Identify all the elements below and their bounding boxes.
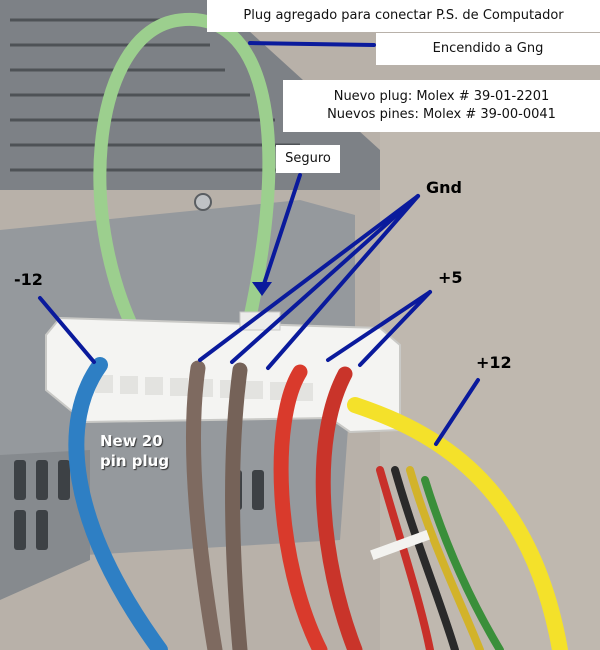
new-plug-label: New 20 pin plug [100, 431, 169, 471]
green-loop-wire [93, 12, 276, 367]
pointer-gnd-2 [230, 194, 420, 364]
pointer-seguro [260, 173, 302, 292]
pointer-m12 [38, 296, 96, 364]
new-plug-line1: New 20 [100, 432, 163, 450]
plus5-label: +5 [438, 268, 463, 287]
pointer-lines [38, 41, 480, 446]
title-text: Plug agregado para conectar P.S. de Comp… [243, 8, 564, 23]
new-plug-line2: pin plug [100, 452, 170, 470]
red-wire-1 [273, 364, 328, 650]
molex-label: Nuevo plug: Molex # 39-01-2201 Nuevos pi… [283, 80, 600, 132]
seguro-text: Seguro [285, 151, 331, 166]
title-label: Plug agregado para conectar P.S. de Comp… [207, 0, 600, 32]
pointer-gnd-1 [198, 194, 420, 362]
yellow-wire [347, 397, 568, 650]
wire-bundle [376, 466, 504, 650]
brown-wire-1 [186, 360, 223, 650]
seguro-label: Seguro [276, 145, 340, 173]
screw [194, 193, 212, 211]
encendido-label: Encendido a Gng [376, 33, 600, 65]
encendido-text: Encendido a Gng [432, 41, 544, 56]
pointer-encendido [248, 41, 376, 47]
minus12-label: -12 [14, 270, 43, 289]
pointer-p5-2 [358, 290, 432, 367]
pointer-gnd-3 [266, 194, 420, 370]
carpet-texture [380, 120, 600, 650]
brown-wire-2 [224, 362, 248, 650]
seguro-arrowhead [252, 282, 272, 296]
gnd-label: Gnd [426, 178, 462, 197]
pointer-p12 [434, 378, 480, 446]
connector-plug [45, 316, 401, 434]
plus12-label: +12 [476, 353, 512, 372]
molex-plug-text: Nuevo plug: Molex # 39-01-2201 [333, 89, 550, 104]
cable-tie [370, 530, 430, 560]
molex-pins-text: Nuevos pines: Molex # 39-00-0041 [327, 107, 556, 122]
red-wire-2 [315, 366, 363, 650]
blue-wire [68, 357, 168, 650]
pointer-p5-1 [326, 290, 432, 362]
